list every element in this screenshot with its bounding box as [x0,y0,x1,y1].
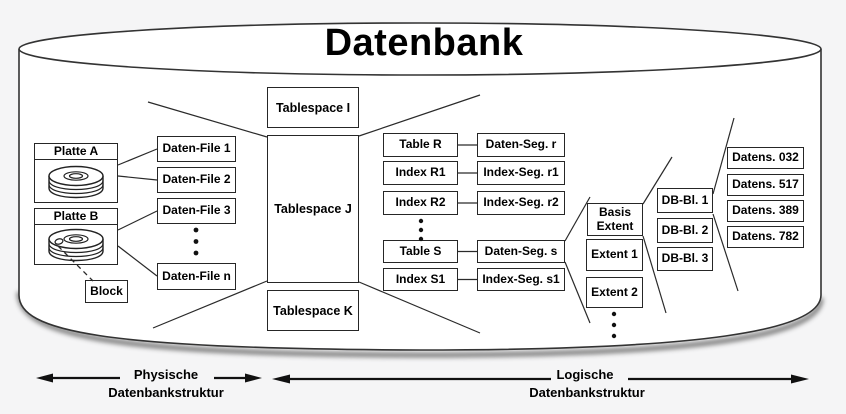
logical-structure-label-line2: Datenbankstruktur [529,385,645,400]
disk-a-body [35,160,117,202]
index-segment-r1-box: Index-Seg. r1 [477,161,565,185]
datafile-1-box: Daten-File 1 [157,136,236,162]
tablespace-i-box: Tablespace I [267,87,359,128]
tablespace-j-box: Tablespace J [267,135,359,283]
disk-icon-with-block-marker [48,228,104,262]
extent-2-box: Extent 2 [586,277,643,308]
index-r2-box: Index R2 [383,191,458,215]
physical-structure-label-line1: Physische [133,367,199,382]
disk-a-label: Platte A [35,144,117,160]
datafile-3-box: Daten-File 3 [157,198,236,224]
table-r-box: Table R [383,133,458,157]
record-517-box: Datens. 517 [727,174,804,196]
physical-structure-label-line2: Datenbankstruktur [108,385,224,400]
disk-b-label: Platte B [35,209,117,225]
disk-b-panel: Platte B [34,208,118,265]
db-block-3-box: DB-Bl. 3 [657,247,713,271]
data-segment-r-box: Daten-Seg. r [477,133,565,157]
index-r1-box: Index R1 [383,161,458,185]
cylinder-top [18,22,822,76]
diagram-title: Datenbank [324,22,524,64]
record-032-box: Datens. 032 [727,147,804,169]
block-box: Block [85,280,128,303]
index-segment-r2-box: Index-Seg. r2 [477,191,565,215]
extent-1-box: Extent 1 [586,239,643,271]
index-s1-box: Index S1 [383,268,458,291]
index-segment-s1-box: Index-Seg. s1 [477,268,565,291]
table-s-box: Table S [383,240,458,263]
data-segment-s-box: Daten-Seg. s [477,240,565,263]
disk-a-panel: Platte A [34,143,118,203]
disk-icon [48,165,104,198]
db-block-1-box: DB-Bl. 1 [657,188,713,213]
block-marker [54,238,64,245]
datafile-n-box: Daten-File n [157,263,236,290]
logical-structure-label-line1: Logische [556,367,614,382]
cylinder-body-outline [18,49,822,351]
datafile-2-box: Daten-File 2 [157,167,236,193]
cylinder-shadow [16,291,824,358]
db-block-2-box: DB-Bl. 2 [657,218,713,243]
basis-extent-box: Basis Extent [587,203,643,236]
tablespace-k-box: Tablespace K [267,290,359,331]
record-782-box: Datens. 782 [727,226,804,248]
record-389-box: Datens. 389 [727,200,804,222]
disk-b-body [35,225,117,264]
